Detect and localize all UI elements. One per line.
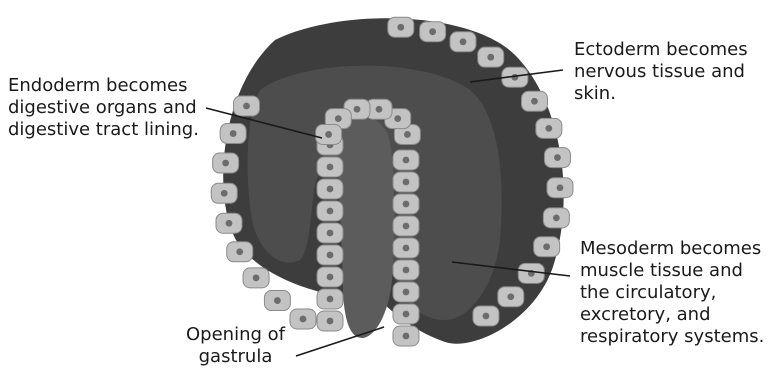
ectoderm-cell — [534, 237, 560, 257]
ectoderm-cell — [220, 124, 246, 144]
opening-leader-line — [296, 327, 384, 356]
ectoderm-cell — [388, 17, 414, 37]
endoderm-cell — [393, 172, 419, 192]
endoderm-cell — [393, 304, 419, 324]
ectoderm-cell — [544, 148, 570, 168]
endoderm-label-line-1: Endoderm becomes — [8, 75, 199, 97]
endoderm-label: Endoderm becomes digestive organs and di… — [8, 75, 199, 141]
endoderm-cell — [393, 238, 419, 258]
ectoderm-cell — [547, 178, 573, 198]
ectoderm-cell — [216, 213, 242, 233]
mesoderm-label-line-5: respiratory systems. — [580, 326, 764, 348]
gastrula-illustration — [211, 17, 573, 346]
endoderm-cell — [317, 157, 343, 177]
endoderm-cell — [317, 223, 343, 243]
endoderm-cell — [393, 150, 419, 170]
mesoderm-label-line-2: muscle tissue and — [580, 260, 764, 282]
mesoderm-label-line-4: excretory, and — [580, 304, 764, 326]
ectoderm-cell — [478, 47, 504, 67]
ectoderm-cell — [420, 22, 446, 42]
archenteron-cavity — [335, 115, 395, 338]
ectoderm-label-line-3: skin. — [574, 83, 748, 105]
endoderm-cell — [393, 326, 419, 346]
endoderm-cell — [317, 267, 343, 287]
endoderm-cell — [393, 260, 419, 280]
ectoderm-cell — [213, 153, 239, 173]
endoderm-cell — [317, 201, 343, 221]
endoderm-cell — [317, 311, 343, 331]
endoderm-cell — [393, 216, 419, 236]
ectoderm-cell — [536, 118, 562, 138]
opening-label-line-2: gastrula — [186, 346, 285, 368]
ectoderm-cell — [264, 291, 290, 311]
ectoderm-cell — [211, 183, 237, 203]
ectoderm-cell — [543, 208, 569, 228]
endoderm-label-line-2: digestive organs and — [8, 97, 199, 119]
ectoderm-cell — [234, 96, 260, 116]
endoderm-cell — [393, 282, 419, 302]
endoderm-cell — [317, 289, 343, 309]
endoderm-cell — [317, 179, 343, 199]
mesoderm-label: Mesoderm becomes muscle tissue and the c… — [580, 238, 764, 348]
ectoderm-cell — [473, 306, 499, 326]
ectoderm-cell — [290, 309, 316, 329]
ectoderm-label: Ectoderm becomes nervous tissue and skin… — [574, 39, 748, 105]
endoderm-cell — [316, 124, 342, 144]
ectoderm-cell — [227, 242, 253, 262]
endoderm-cell — [317, 245, 343, 265]
endoderm-cell — [393, 194, 419, 214]
ectoderm-cell — [450, 32, 476, 52]
ectoderm-cell — [518, 263, 544, 283]
endoderm-label-line-3: digestive tract lining. — [8, 119, 199, 141]
ectoderm-cell — [521, 91, 547, 111]
ectoderm-label-line-2: nervous tissue and — [574, 61, 748, 83]
ectoderm-cell — [498, 287, 524, 307]
ectoderm-label-line-1: Ectoderm becomes — [574, 39, 748, 61]
mesoderm-label-line-1: Mesoderm becomes — [580, 238, 764, 260]
opening-label-line-1: Opening of — [186, 324, 285, 346]
mesoderm-label-line-3: the circulatory, — [580, 282, 764, 304]
opening-label: Opening of gastrula — [186, 324, 285, 368]
ectoderm-cell — [243, 268, 269, 288]
